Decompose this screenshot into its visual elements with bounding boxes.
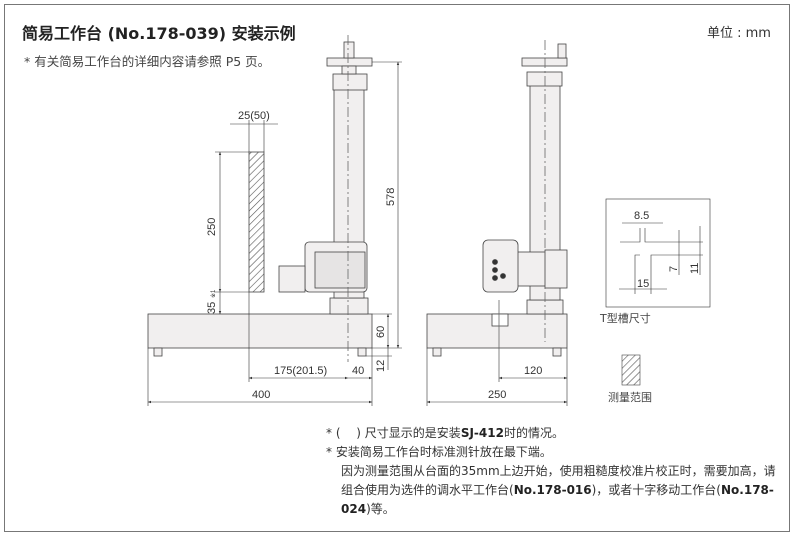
- dim-12: 12: [375, 360, 387, 372]
- column-base: [329, 297, 369, 315]
- note-2-detail: 因为测量范围从台面的35mm上边开始，使用粗糙度校准片校正时，需要加高，请组合使…: [341, 464, 776, 516]
- tslot-15: 15: [637, 278, 649, 290]
- page-title: 简易工作台 (No.178-039) 安装示例: [22, 24, 296, 43]
- note-1: * ( ) 尺寸显示的是安装SJ-412时的情况。: [326, 426, 564, 440]
- t-slot-detail: [605, 198, 711, 386]
- page-frame: [4, 4, 790, 532]
- unit-label: 单位 : mm: [707, 26, 771, 41]
- dim-35-note: ※1: [210, 289, 217, 298]
- dim-578: 578: [385, 188, 397, 206]
- drive-box: [278, 265, 306, 293]
- note-2: * 安装简易工作台时标准测针放在最下端。: [326, 445, 552, 459]
- knob: [343, 41, 355, 59]
- dim-250-width: 250: [488, 389, 506, 401]
- column-head: [332, 73, 368, 91]
- detector-front: [482, 239, 519, 293]
- measuring-range-hatch: [248, 151, 265, 293]
- range-label: 测量范围: [608, 391, 652, 404]
- top-plate: [326, 57, 373, 67]
- dim-120: 120: [524, 365, 542, 377]
- t-slot: [491, 313, 509, 327]
- dim-175: 175(201.5): [274, 365, 327, 377]
- subtitle-note: * 有关简易工作台的详细内容请参照 P5 页。: [24, 54, 271, 69]
- dim-35: 35: [206, 302, 218, 314]
- dim-40: 40: [352, 365, 364, 377]
- foot-left: [153, 347, 163, 357]
- tslot-7: 7: [668, 266, 680, 272]
- front-view: [426, 40, 568, 382]
- dim-25-50: 25(50): [238, 110, 270, 122]
- tslot-8.5: 8.5: [634, 210, 649, 222]
- dim-60: 60: [375, 326, 387, 338]
- tslot-11: 11: [689, 263, 701, 274]
- side-view: [147, 35, 373, 362]
- base-plate-side: [147, 313, 373, 349]
- dimension-lines: [147, 61, 568, 406]
- dim-250-height: 250: [206, 218, 218, 236]
- tslot-label: T型槽尺寸: [600, 312, 651, 325]
- footnotes: * ( ) 尺寸显示的是安装SJ-412时的情况。 * 安装简易工作台时标准测针…: [326, 424, 786, 519]
- dim-400: 400: [252, 389, 270, 401]
- range-legend-swatch: [621, 354, 641, 386]
- foot-right: [357, 347, 367, 357]
